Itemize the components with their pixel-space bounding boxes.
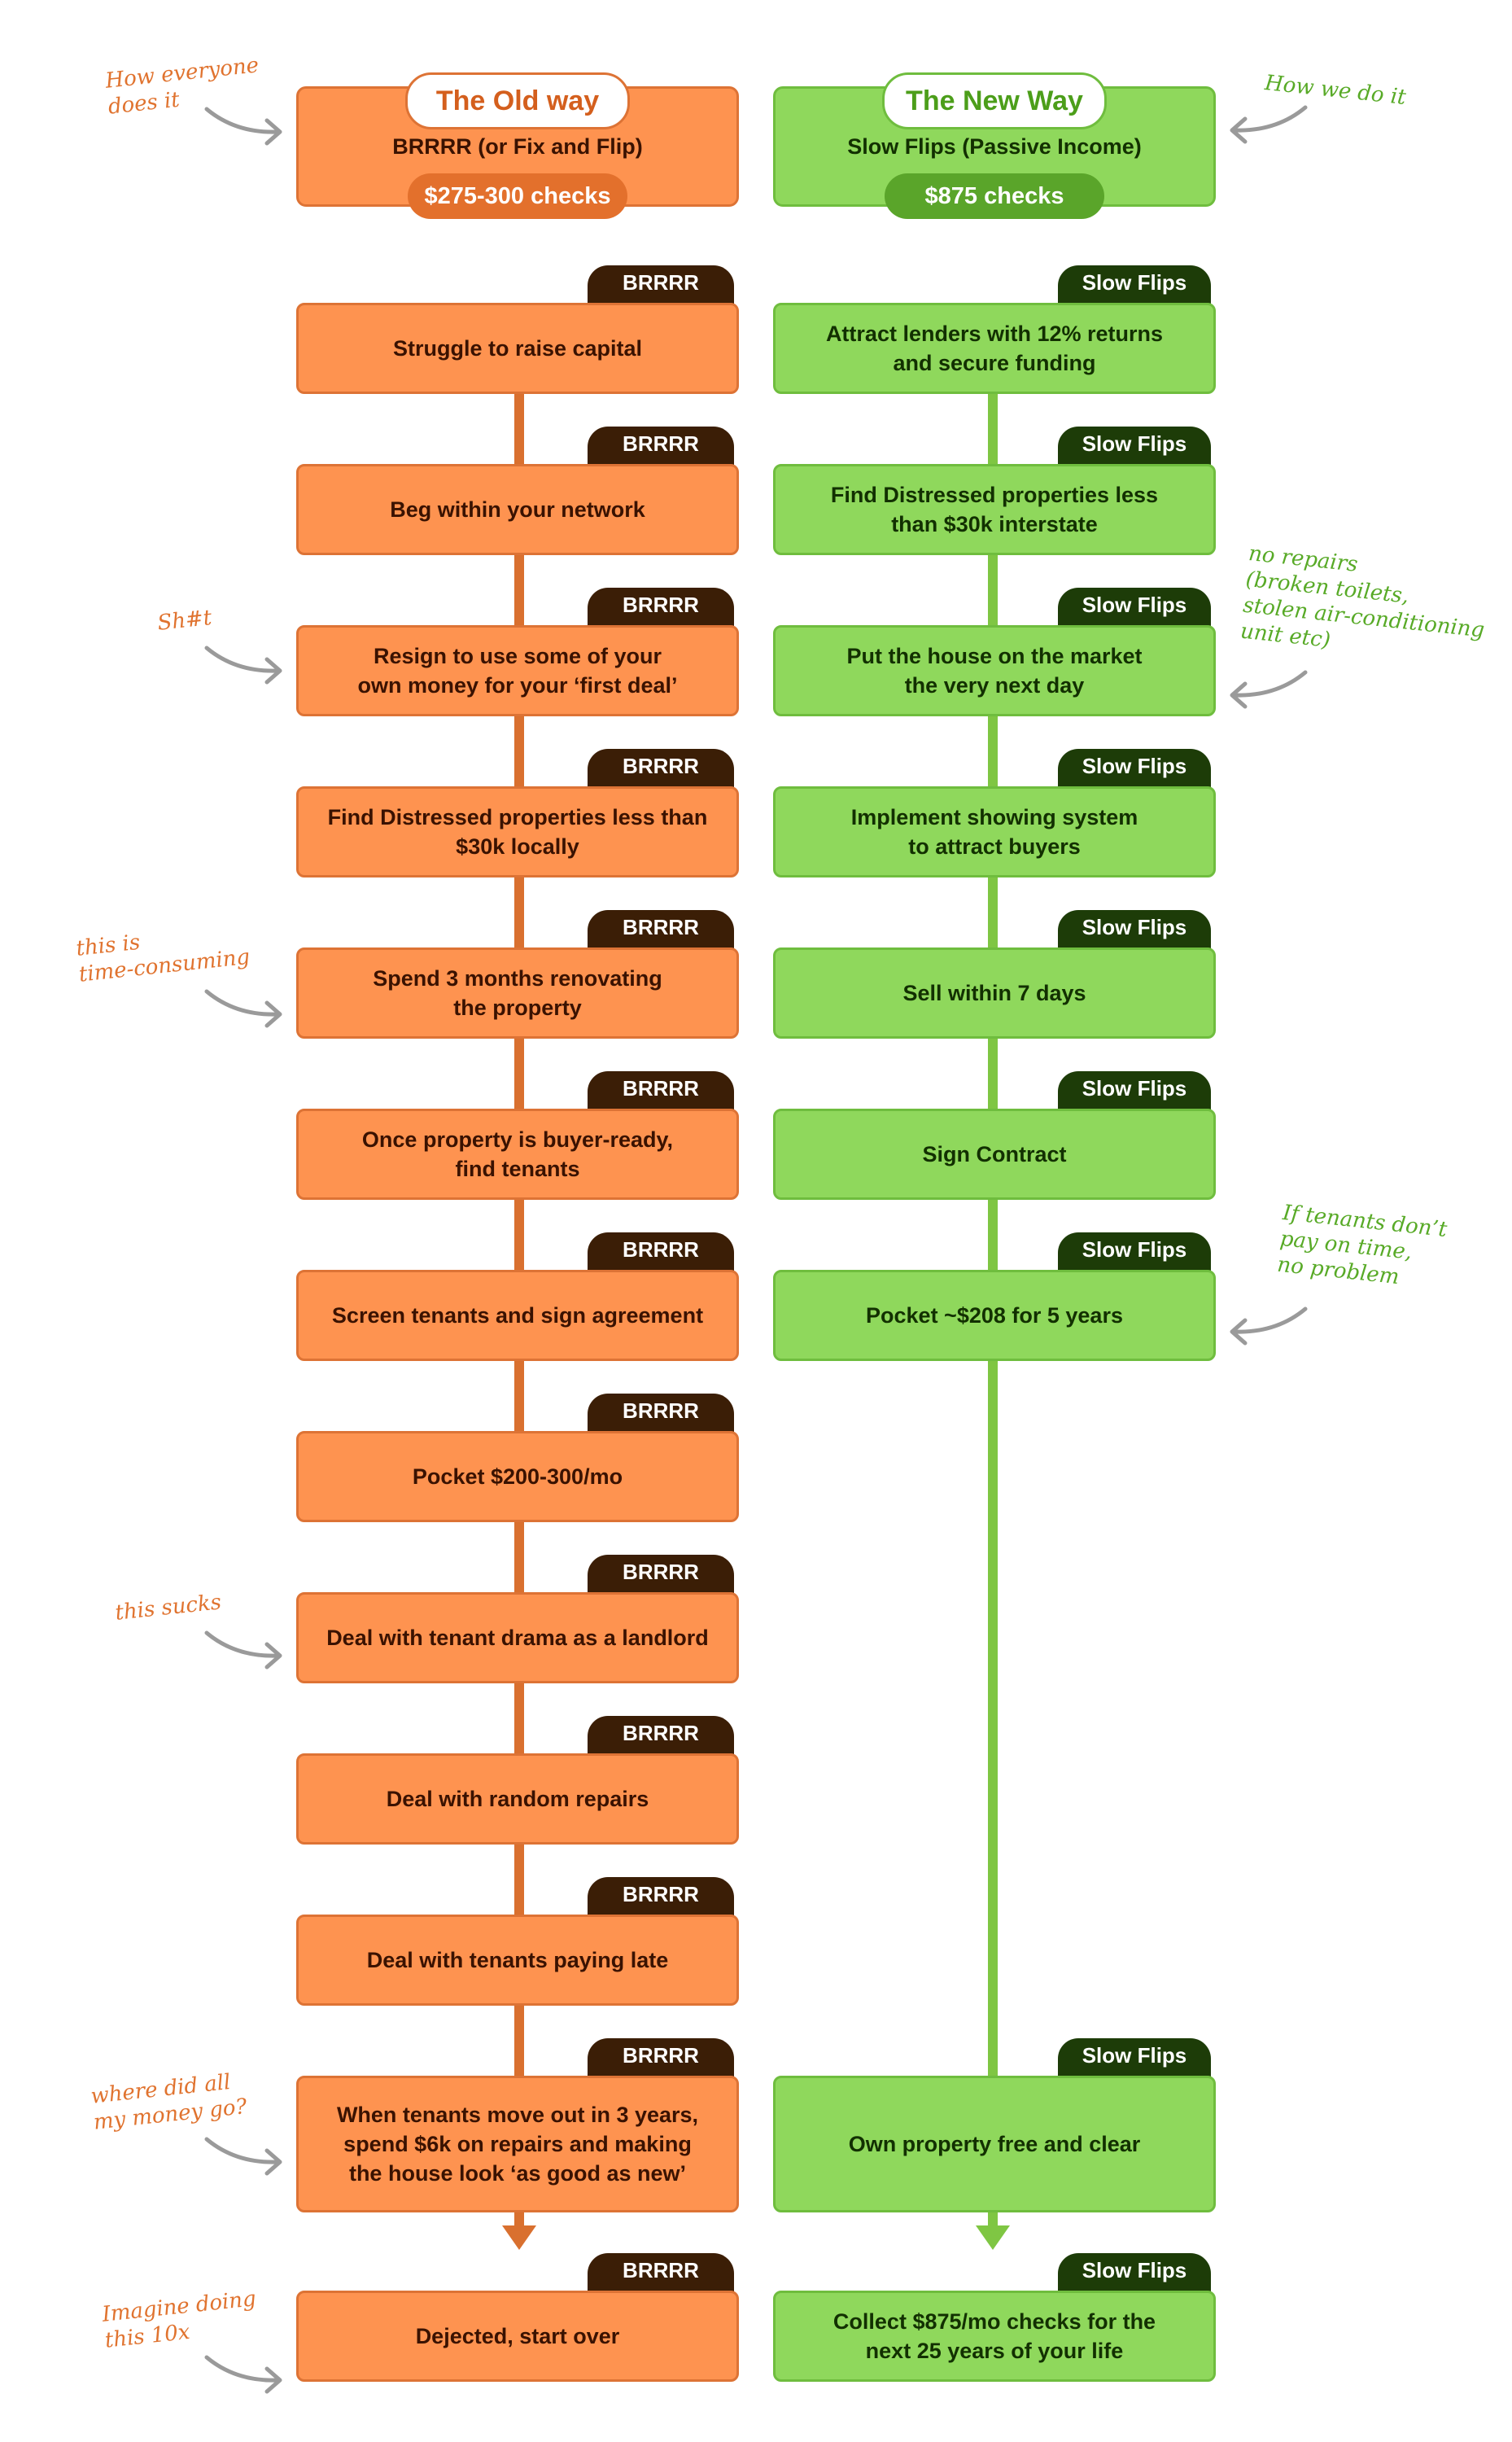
new-step-label: Collect $875/mo checks for the next 25 y… [832, 2309, 1156, 2363]
new-step-label: Attract lenders with 12% returns and sec… [825, 322, 1164, 375]
old-step: Resign to use some of your own money for… [296, 625, 739, 716]
old-step: Beg within your network [296, 464, 739, 555]
note-arrow-icon [204, 989, 282, 1028]
new-step: Sign Contract [773, 1109, 1216, 1200]
old-step-tag: BRRRR [588, 1394, 734, 1434]
new-step-label: Pocket ~$208 for 5 years [866, 1303, 1123, 1328]
old-step-label: Once property is buyer-ready, find tenan… [361, 1127, 674, 1181]
new-step-tag: Slow Flips [1058, 2253, 1211, 2294]
old-step-tag: BRRRR [588, 427, 734, 467]
old-step-label: Find Distressed properties less than $30… [327, 805, 708, 859]
new-step-tag: Slow Flips [1058, 749, 1211, 790]
note-imagine: Imagine doing this 10x [101, 2287, 257, 2353]
new-way-subtitle: Slow Flips (Passive Income) [847, 134, 1142, 159]
new-way-header: The New Way Slow Flips (Passive Income) … [773, 72, 1216, 219]
old-step-tag: BRRRR [588, 2038, 734, 2079]
new-step-label: Own property free and clear [848, 2132, 1141, 2156]
note-arrow-icon [204, 2137, 282, 2176]
old-step: Deal with tenants paying late [296, 1915, 739, 2006]
new-step-tag: Slow Flips [1058, 2038, 1211, 2079]
note-arrow-icon [204, 2355, 282, 2394]
old-step-tag: BRRRR [588, 1232, 734, 1273]
note-arrow-icon [1230, 1306, 1308, 1346]
old-step-tag: BRRRR [588, 2253, 734, 2294]
old-step: Screen tenants and sign agreement [296, 1270, 739, 1361]
new-step-label: Find Distressed properties less than $30… [830, 483, 1159, 536]
new-step: Find Distressed properties less than $30… [773, 464, 1216, 555]
old-way-checks-badge: $275-300 checks [408, 173, 627, 219]
new-step: Implement showing system to attract buye… [773, 786, 1216, 877]
old-step-tag: BRRRR [588, 1555, 734, 1595]
old-step: Deal with tenant drama as a landlord [296, 1592, 739, 1683]
old-step-label: Screen tenants and sign agreement [331, 1303, 704, 1328]
old-step-label: Struggle to raise capital [392, 336, 643, 361]
new-step-label: Sell within 7 days [902, 981, 1086, 1005]
new-step-tag: Slow Flips [1058, 910, 1211, 951]
new-way-title: The New Way [882, 72, 1107, 129]
new-step-tag: Slow Flips [1058, 1232, 1211, 1273]
new-step: Attract lenders with 12% returns and sec… [773, 303, 1216, 394]
old-step: Find Distressed properties less than $30… [296, 786, 739, 877]
new-step-label: Sign Contract [922, 1142, 1067, 1166]
old-step-label: When tenants move out in 3 years, spend … [336, 2103, 699, 2186]
old-step: Deal with random repairs [296, 1753, 739, 1845]
note-arrow-icon [204, 1630, 282, 1670]
old-step-tag: BRRRR [588, 910, 734, 951]
note-if-tenants: If tenants don’t pay on time, no problem [1276, 1200, 1449, 1290]
new-step-label: Implement showing system to attract buye… [850, 805, 1138, 859]
old-step-label: Beg within your network [390, 497, 645, 522]
old-step-tag: BRRRR [588, 588, 734, 628]
new-step: Collect $875/mo checks for the next 25 y… [773, 2291, 1216, 2382]
new-step-tag: Slow Flips [1058, 588, 1211, 628]
old-step-tag: BRRRR [588, 265, 734, 306]
old-way-header: The Old way BRRRR (or Fix and Flip) $275… [296, 72, 739, 219]
note-no-repairs: no repairs (broken toilets, stolen air-c… [1239, 540, 1486, 653]
note-arrow-icon [204, 107, 282, 146]
new-step: Own property free and clear [773, 2076, 1216, 2212]
old-way-subtitle: BRRRR (or Fix and Flip) [392, 134, 643, 159]
old-step-label: Deal with tenant drama as a landlord [326, 1626, 709, 1650]
old-way-arrowhead [502, 2225, 536, 2250]
new-step: Put the house on the market the very nex… [773, 625, 1216, 716]
old-way-title: The Old way [405, 72, 630, 129]
old-step: Spend 3 months renovating the property [296, 947, 739, 1039]
old-step: Dejected, start over [296, 2291, 739, 2382]
note-arrow-icon [1230, 105, 1308, 144]
new-step-tag: Slow Flips [1058, 1071, 1211, 1112]
note-arrow-icon [1230, 670, 1308, 709]
new-way-arrowhead [976, 2225, 1010, 2250]
old-step-tag: BRRRR [588, 1877, 734, 1918]
old-step-label: Spend 3 months renovating the property [373, 966, 662, 1020]
new-step-tag: Slow Flips [1058, 427, 1211, 467]
note-this-sucks: this sucks [114, 1590, 223, 1626]
old-step-tag: BRRRR [588, 1071, 734, 1112]
new-way-checks-badge: $875 checks [885, 173, 1104, 219]
new-step: Pocket ~$208 for 5 years [773, 1270, 1216, 1361]
old-step-tag: BRRRR [588, 1716, 734, 1757]
note-shit: Sh#t [156, 606, 213, 636]
old-step-label: Resign to use some of your own money for… [357, 644, 678, 698]
old-step: Pocket $200-300/mo [296, 1431, 739, 1522]
new-step: Sell within 7 days [773, 947, 1216, 1039]
old-step-label: Pocket $200-300/mo [412, 1464, 623, 1489]
old-step: Struggle to raise capital [296, 303, 739, 394]
old-step-tag: BRRRR [588, 749, 734, 790]
old-step-label: Deal with tenants paying late [366, 1948, 669, 1972]
old-step-label: Dejected, start over [415, 2324, 620, 2348]
old-step: Once property is buyer-ready, find tenan… [296, 1109, 739, 1200]
note-time-consuming: this is time-consuming [75, 930, 251, 987]
note-arrow-icon [204, 646, 282, 685]
note-where-money: where did all my money go? [90, 2069, 248, 2135]
new-step-tag: Slow Flips [1058, 265, 1211, 306]
old-step-label: Deal with random repairs [386, 1787, 649, 1811]
new-step-label: Put the house on the market the very nex… [846, 644, 1143, 698]
old-step: When tenants move out in 3 years, spend … [296, 2076, 739, 2212]
